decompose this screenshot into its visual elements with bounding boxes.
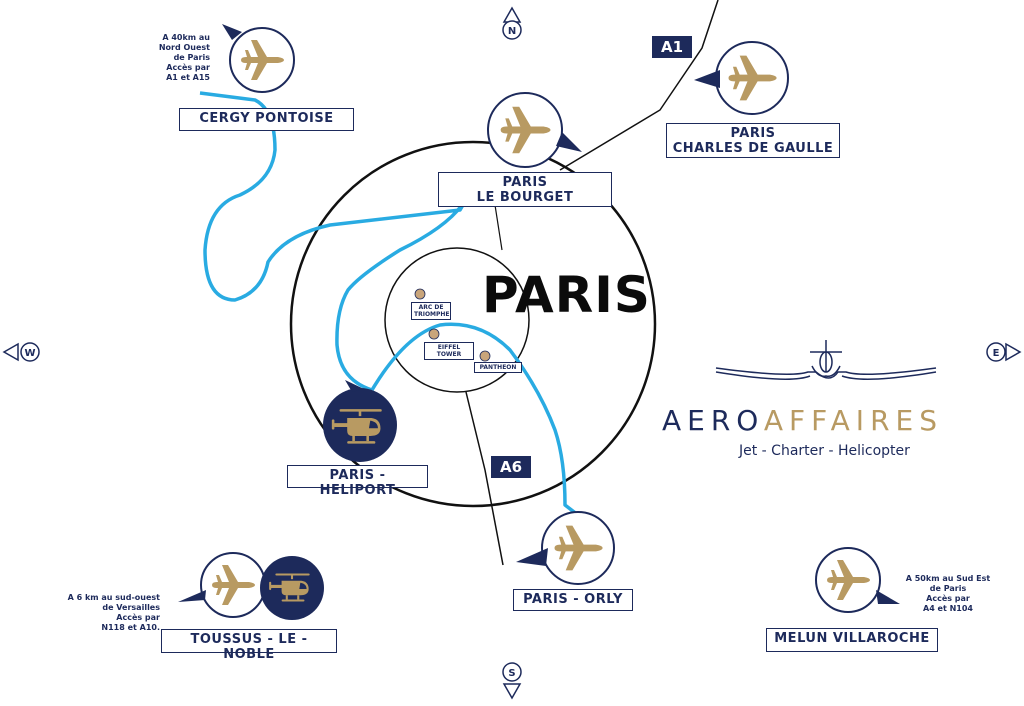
toussus-note-line: Accès par — [116, 613, 160, 622]
melun-badge — [815, 547, 900, 613]
orly-badge — [516, 511, 615, 585]
road-bourget-line — [494, 204, 503, 251]
heliport-label: PARIS - HELIPORT — [287, 465, 428, 498]
bourget-label: PARIS LE BOURGET — [438, 172, 612, 207]
melun-note-line: de Paris — [929, 584, 967, 593]
outer-ring — [289, 140, 657, 508]
compass-north: N — [502, 6, 522, 40]
jet-logo-icon — [715, 340, 937, 380]
brand-logo: AEROAFFAIRES — [662, 404, 943, 437]
road-a6-badge: A6 — [491, 456, 531, 478]
brand-tagline: Jet - Charter - Helicopter — [739, 443, 910, 459]
river-seine-city — [335, 203, 464, 392]
cdg-line1: PARIS — [730, 126, 776, 141]
cergy-note-line: A 40km au — [162, 33, 210, 42]
road-a1-line — [559, 0, 719, 171]
compass-e-label: E — [993, 348, 1000, 359]
landmark-dot-eiffel — [428, 328, 440, 340]
brand-part1: AERO — [662, 404, 764, 437]
bourget-badge — [487, 92, 582, 168]
toussus-badge — [178, 552, 324, 620]
road-a1-badge: A1 — [652, 36, 692, 58]
landmark-dot-pantheon — [479, 350, 491, 362]
compass-w-label: W — [24, 348, 35, 359]
melun-note-line: A4 et N104 — [923, 604, 973, 613]
cergy-note-line: Accès par — [166, 63, 210, 72]
heliport-badge — [323, 380, 397, 462]
landmark-arc-label: ARC DE TRIOMPHE — [411, 302, 451, 320]
compass-west: W — [2, 342, 40, 362]
melun-note: A 50km au Sud Est de Paris Accès par A4 … — [898, 574, 998, 614]
cergy-badge — [222, 24, 295, 93]
cergy-note: A 40km au Nord Ouest de Paris Accès par … — [150, 33, 210, 83]
orly-label: PARIS - ORLY — [513, 589, 633, 611]
bourget-line1: PARIS — [502, 175, 548, 190]
cergy-note-line: Nord Ouest — [158, 43, 210, 52]
landmark-pantheon-label: PANTHEON — [474, 362, 522, 373]
cergy-note-line: A1 et A15 — [166, 73, 210, 82]
compass-east: E — [986, 342, 1022, 362]
toussus-note-line: de Versailles — [102, 603, 160, 612]
compass-n-label: N — [508, 26, 516, 37]
cergy-note-line: de Paris — [173, 53, 210, 62]
river-seine-south — [370, 322, 580, 517]
landmark-dot-arc — [414, 288, 426, 300]
cdg-line2: CHARLES DE GAULLE — [672, 141, 834, 156]
toussus-label: TOUSSUS - LE - NOBLE — [161, 629, 337, 662]
melun-label: MELUN VILLAROCHE — [766, 628, 938, 652]
melun-note-line: A 50km au Sud Est — [905, 574, 991, 583]
road-a6-line — [465, 391, 504, 566]
toussus-note-line: A 6 km au sud-ouest — [67, 593, 160, 602]
city-label: PARIS — [482, 266, 651, 324]
landmark-eiffel-label: EIFFEL TOWER — [424, 342, 474, 360]
toussus-note: A 6 km au sud-ouest de Versailles Accès … — [52, 593, 160, 633]
cdg-label: PARIS CHARLES DE GAULLE — [666, 123, 840, 158]
compass-south: S — [502, 662, 522, 700]
toussus-note-line: N118 et A10. — [101, 623, 160, 632]
inner-ring — [384, 247, 530, 393]
cergy-label: CERGY PONTOISE — [179, 108, 354, 131]
compass-s-label: S — [508, 668, 515, 679]
melun-note-line: Accès par — [926, 594, 970, 603]
brand-part2: AFFAIRES — [763, 404, 943, 437]
river-seine — [199, 91, 467, 302]
cdg-badge — [694, 41, 789, 115]
bourget-line2: LE BOURGET — [476, 190, 574, 205]
